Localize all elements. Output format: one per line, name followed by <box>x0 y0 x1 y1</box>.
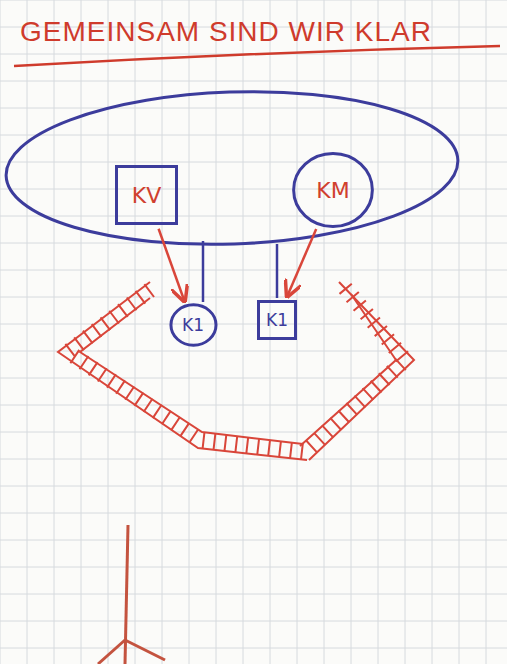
node-label: KV <box>132 183 161 208</box>
grid-line <box>0 405 507 406</box>
grid-line <box>0 513 507 514</box>
hatched-frame <box>58 282 414 460</box>
grid-line <box>0 459 507 460</box>
title-underline <box>14 46 500 66</box>
grid-line <box>0 621 507 622</box>
grid-line <box>0 324 507 325</box>
group-ellipse <box>3 84 460 252</box>
grid-line <box>405 0 406 664</box>
square-box: KV <box>115 165 178 225</box>
grid-line <box>0 297 507 298</box>
grid-line <box>0 567 507 568</box>
circle-box: K1 <box>170 304 217 346</box>
easel-stand <box>98 525 165 664</box>
grid-line <box>0 135 507 136</box>
grid-line <box>243 0 244 664</box>
grid-line <box>0 108 507 109</box>
grid-line <box>0 0 507 1</box>
grid-line <box>27 0 28 664</box>
grid-line <box>0 81 507 82</box>
grid-line <box>486 0 487 664</box>
grid-line <box>432 0 433 664</box>
grid-line <box>81 0 82 664</box>
grid-line <box>270 0 271 664</box>
link-line <box>276 244 279 298</box>
arrow-connector <box>159 229 185 301</box>
grid-line <box>459 0 460 664</box>
grid-line <box>0 270 507 271</box>
arrow-connector <box>287 229 316 296</box>
node-label: KM <box>316 178 349 203</box>
grid-line <box>108 0 109 664</box>
grid-line <box>0 648 507 649</box>
grid-line <box>0 540 507 541</box>
node-label: K1 <box>266 310 288 330</box>
circle-box: KM <box>292 152 374 228</box>
grid-line <box>0 162 507 163</box>
grid-line <box>54 0 55 664</box>
circle-outline <box>294 154 373 227</box>
grid-line <box>0 216 507 217</box>
grid-line <box>0 189 507 190</box>
grid-line <box>0 378 507 379</box>
grid-line <box>324 0 325 664</box>
grid-line <box>0 594 507 595</box>
grid-line <box>135 0 136 664</box>
circle-outline <box>170 305 215 345</box>
grid-line <box>0 432 507 433</box>
grid-line <box>0 351 507 352</box>
grid-line <box>162 0 163 664</box>
node-label: K1 <box>182 315 204 335</box>
grid-line <box>0 0 1 664</box>
square-box: K1 <box>257 300 297 340</box>
title: GEMEINSAM SIND WIR KLAR <box>20 16 432 48</box>
grid-line <box>0 486 507 487</box>
link-line <box>202 241 205 302</box>
